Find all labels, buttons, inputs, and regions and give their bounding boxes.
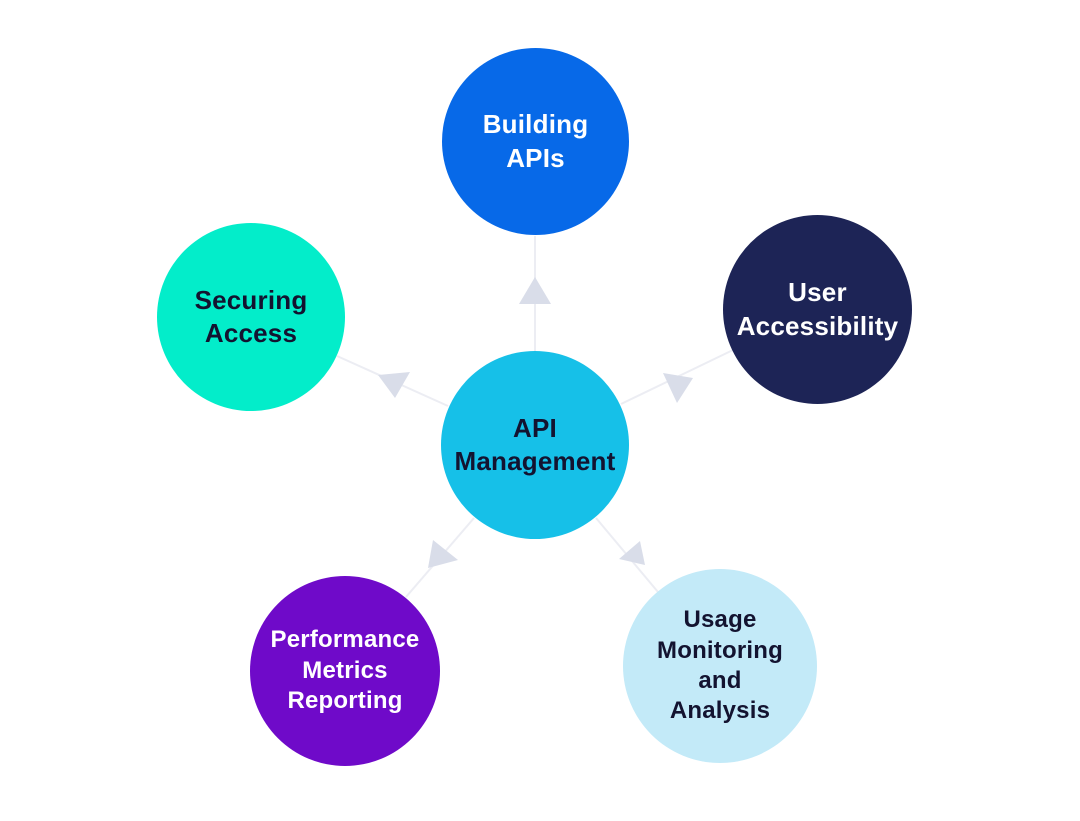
node-label-performance-metrics: Performance Metrics Reporting — [270, 626, 420, 715]
node-performance-metrics: Performance Metrics Reporting — [250, 576, 440, 766]
node-user-accessibility: User Accessibility — [723, 215, 912, 404]
arrowhead-icon-usage-monitoring — [619, 541, 645, 565]
node-securing-access: Securing Access — [157, 223, 345, 411]
arrowhead-icon-building-apis — [519, 277, 551, 304]
node-label-user-accessibility: User Accessibility — [736, 277, 899, 341]
arrowhead-icon-user-accessibility — [663, 373, 693, 403]
arrowhead-icon-securing-access — [378, 372, 410, 398]
arrowhead-icon-performance-metrics — [428, 540, 458, 568]
node-building-apis: Building APIs — [442, 48, 629, 235]
node-label-usage-monitoring: Usage Monitoring and Analysis — [657, 606, 783, 725]
node-api-management: API Management — [441, 351, 629, 539]
node-label-api-management: API Management — [454, 412, 616, 476]
node-label-building-apis: Building APIs — [482, 109, 589, 173]
node-usage-monitoring: Usage Monitoring and Analysis — [623, 569, 817, 763]
node-label-securing-access: Securing Access — [194, 284, 308, 348]
